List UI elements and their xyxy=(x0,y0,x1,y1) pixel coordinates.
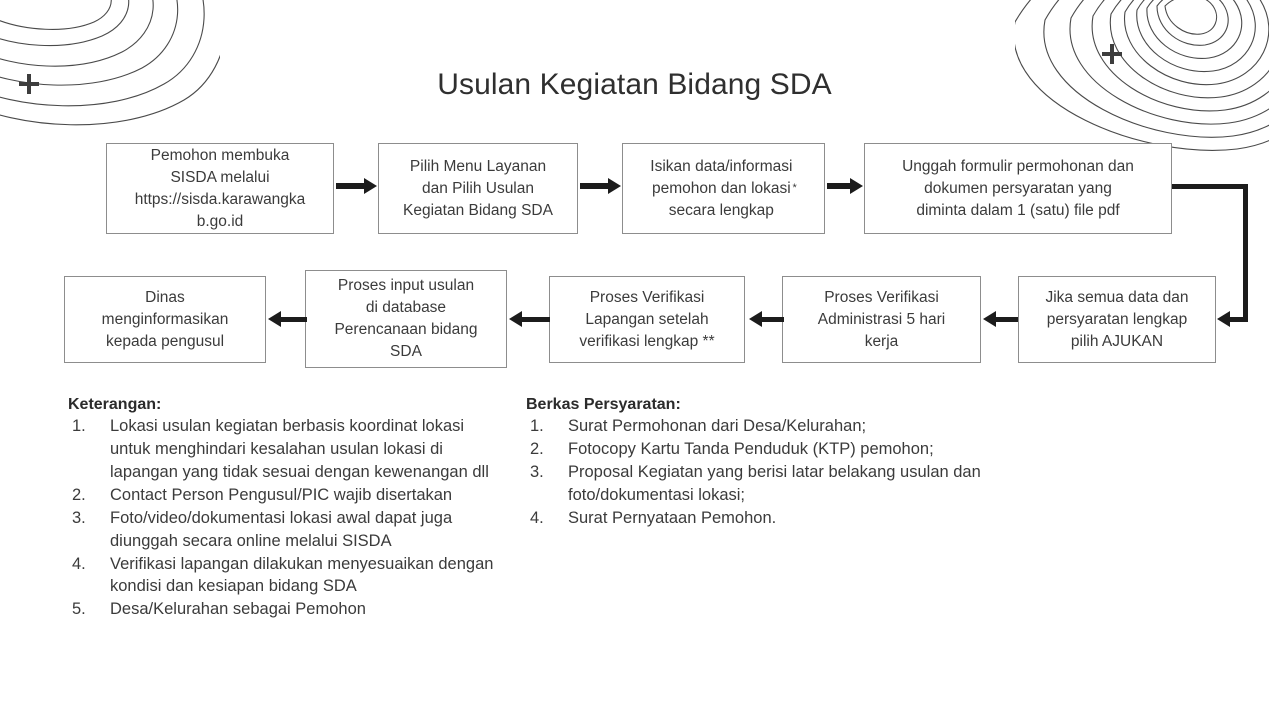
notes-keterangan: Keterangan: 1. Lokasi usulan kegiatan be… xyxy=(68,396,498,621)
list-item-number: 4. xyxy=(72,554,86,573)
connector-shaft-horizontal-bottom xyxy=(1230,317,1248,322)
list-item-text: Surat Pernyataan Pemohon. xyxy=(568,508,777,527)
list-item: 2. Fotocopy Kartu Tanda Penduduk (KTP) p… xyxy=(526,438,1086,461)
connector-arrow-head xyxy=(1217,311,1230,327)
list-item-number: 2. xyxy=(530,439,544,458)
flow-step-text: Pemohon membuka SISDA melalui https://si… xyxy=(134,146,306,230)
list-item-text: Contact Person Pengusul/PIC wajib disert… xyxy=(110,485,453,504)
list-item: 5. Desa/Kelurahan sebagai Pemohon xyxy=(68,598,498,621)
list-item: 3. Foto/video/dokumentasi lokasi awal da… xyxy=(68,507,498,553)
notes-keterangan-list: 1. Lokasi usulan kegiatan berbasis koord… xyxy=(68,415,498,621)
list-item-text: Verifikasi lapangan dilakukan menyesuaik… xyxy=(110,554,494,596)
flow-step-submit-ajukan: Jika semua data dan persyaratan lengkap … xyxy=(1018,276,1216,363)
arrow-shaft-6 xyxy=(522,317,550,322)
list-item-text: Desa/Kelurahan sebagai Pemohon xyxy=(110,600,366,619)
arrow-head-4 xyxy=(983,311,996,327)
list-item-text: Foto/video/dokumentasi lokasi awal dapat… xyxy=(110,508,453,550)
notes-berkas-heading: Berkas Persyaratan: xyxy=(526,396,681,413)
arrow-shaft-1 xyxy=(336,183,365,189)
flow-step-text: Proses input usulan di database Perencan… xyxy=(334,277,478,360)
flow-step-text: Isikan data/informasi pemohon dan lokasi… xyxy=(650,157,793,219)
list-item-number: 2. xyxy=(72,485,86,504)
arrow-head-1 xyxy=(364,178,377,194)
arrow-shaft-4 xyxy=(996,317,1018,322)
list-item: 4. Verifikasi lapangan dilakukan menyesu… xyxy=(68,553,498,599)
list-item: 1. Surat Permohonan dari Desa/Kelurahan; xyxy=(526,415,1086,438)
arrow-shaft-3 xyxy=(827,183,851,189)
arrow-head-3 xyxy=(850,178,863,194)
list-item-number: 4. xyxy=(530,508,544,527)
arrow-shaft-5 xyxy=(762,317,784,322)
list-item: 2. Contact Person Pengusul/PIC wajib dis… xyxy=(68,484,498,507)
connector-shaft-vertical xyxy=(1243,184,1248,320)
arrow-head-7 xyxy=(268,311,281,327)
list-item-text: Lokasi usulan kegiatan berbasis koordina… xyxy=(110,417,489,481)
flow-step-admin-verification: Proses Verifikasi Administrasi 5 hari ke… xyxy=(782,276,981,363)
arrow-head-5 xyxy=(749,311,762,327)
arrow-head-6 xyxy=(509,311,522,327)
list-item: 1. Lokasi usulan kegiatan berbasis koord… xyxy=(68,415,498,484)
notes-berkas-persyaratan: Berkas Persyaratan: 1. Surat Permohonan … xyxy=(526,396,1086,530)
notes-berkas-list: 1. Surat Permohonan dari Desa/Kelurahan;… xyxy=(526,415,1086,530)
flow-step-select-menu: Pilih Menu Layanan dan Pilih Usulan Kegi… xyxy=(378,143,578,234)
list-item-number: 3. xyxy=(72,508,86,527)
flow-step-text: Proses Verifikasi Lapangan setelah verif… xyxy=(579,288,715,350)
list-item-number: 3. xyxy=(530,462,544,481)
flow-step-open-sisda: Pemohon membuka SISDA melalui https://si… xyxy=(106,143,334,234)
flow-step-text: Proses Verifikasi Administrasi 5 hari ke… xyxy=(817,288,946,350)
flow-step-text: Jika semua data dan persyaratan lengkap … xyxy=(1045,288,1189,350)
list-item-text: Proposal Kegiatan yang berisi latar bela… xyxy=(568,462,981,504)
footnote-asterisk-single: * xyxy=(792,181,797,194)
flow-step-fill-data: Isikan data/informasi pemohon dan lokasi… xyxy=(622,143,825,234)
list-item: 3. Proposal Kegiatan yang berisi latar b… xyxy=(526,461,1086,507)
flow-step-field-verification: Proses Verifikasi Lapangan setelah verif… xyxy=(549,276,745,363)
arrow-head-2 xyxy=(608,178,621,194)
notes-keterangan-heading: Keterangan: xyxy=(68,396,162,413)
list-item-text: Fotocopy Kartu Tanda Penduduk (KTP) pemo… xyxy=(568,439,934,458)
list-item-number: 1. xyxy=(530,417,544,435)
arrow-shaft-7 xyxy=(281,317,307,322)
flow-step-text: Pilih Menu Layanan dan Pilih Usulan Kegi… xyxy=(403,157,553,219)
flow-step-inform-applicant: Dinas menginformasikan kepada pengusul xyxy=(64,276,266,363)
list-item-number: 1. xyxy=(72,417,86,435)
arrow-shaft-2 xyxy=(580,183,609,189)
flow-step-text: Unggah formulir permohonan dan dokumen p… xyxy=(902,157,1134,219)
connector-shaft-horizontal-top xyxy=(1172,184,1248,189)
page-title: Usulan Kegiatan Bidang SDA xyxy=(437,68,832,101)
flow-step-text: Dinas menginformasikan kepada pengusul xyxy=(101,288,229,350)
flow-step-input-database: Proses input usulan di database Perencan… xyxy=(305,270,507,368)
list-item-text: Surat Permohonan dari Desa/Kelurahan; xyxy=(568,417,867,435)
list-item: 4. Surat Pernyataan Pemohon. xyxy=(526,507,1086,530)
flow-step-upload-documents: Unggah formulir permohonan dan dokumen p… xyxy=(864,143,1172,234)
list-item-number: 5. xyxy=(72,600,86,619)
